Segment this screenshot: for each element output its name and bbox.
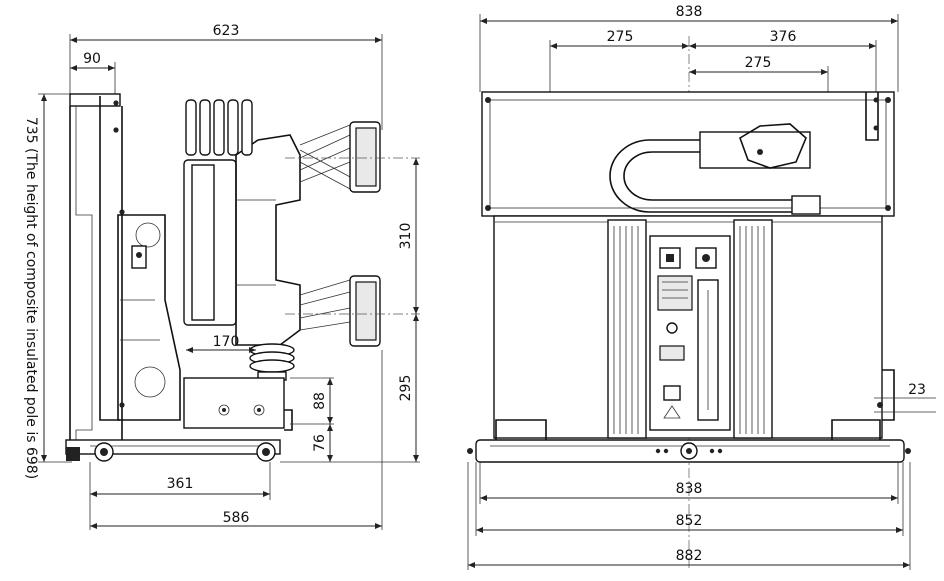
front-view: 838 275 376 275	[467, 4, 936, 570]
bottom-rail	[467, 439, 911, 463]
dim-right-offset: 376	[770, 29, 797, 45]
dim-bottom-882: 882	[676, 548, 703, 564]
dim-wheel-base: 361	[167, 476, 194, 492]
height-note: 735 (The height of composite insulated p…	[23, 117, 39, 479]
lower-contact-arm	[285, 275, 420, 347]
dim-side-23: 23	[908, 382, 926, 398]
dim-top-width: 838	[676, 4, 703, 20]
left-fin-block	[607, 219, 647, 439]
dim-arm-length: 170	[213, 334, 240, 350]
lower-bellows	[249, 343, 295, 381]
dim-bottom-838: 838	[676, 481, 703, 497]
top-insulator-fins	[185, 99, 253, 156]
dim-front-offset: 90	[83, 51, 101, 67]
control-panel	[649, 235, 731, 431]
dim-wheel-76: 76	[312, 434, 328, 452]
lifting-handle	[609, 123, 821, 215]
dim-bottom-852: 852	[676, 513, 703, 529]
dim-right-inner: 275	[745, 55, 772, 71]
side-view: 735 (The height of composite insulated p…	[23, 23, 420, 530]
upper-contact-arm	[285, 121, 420, 193]
dim-overall-depth: 623	[213, 23, 240, 39]
dim-left-offset: 275	[607, 29, 634, 45]
dim-wheel-88: 88	[312, 392, 328, 410]
dim-pole-spacing: 310	[398, 223, 414, 250]
dim-lower-terminal-height: 295	[398, 375, 414, 402]
dim-base-depth: 586	[223, 510, 250, 526]
right-fin-block	[733, 219, 773, 439]
